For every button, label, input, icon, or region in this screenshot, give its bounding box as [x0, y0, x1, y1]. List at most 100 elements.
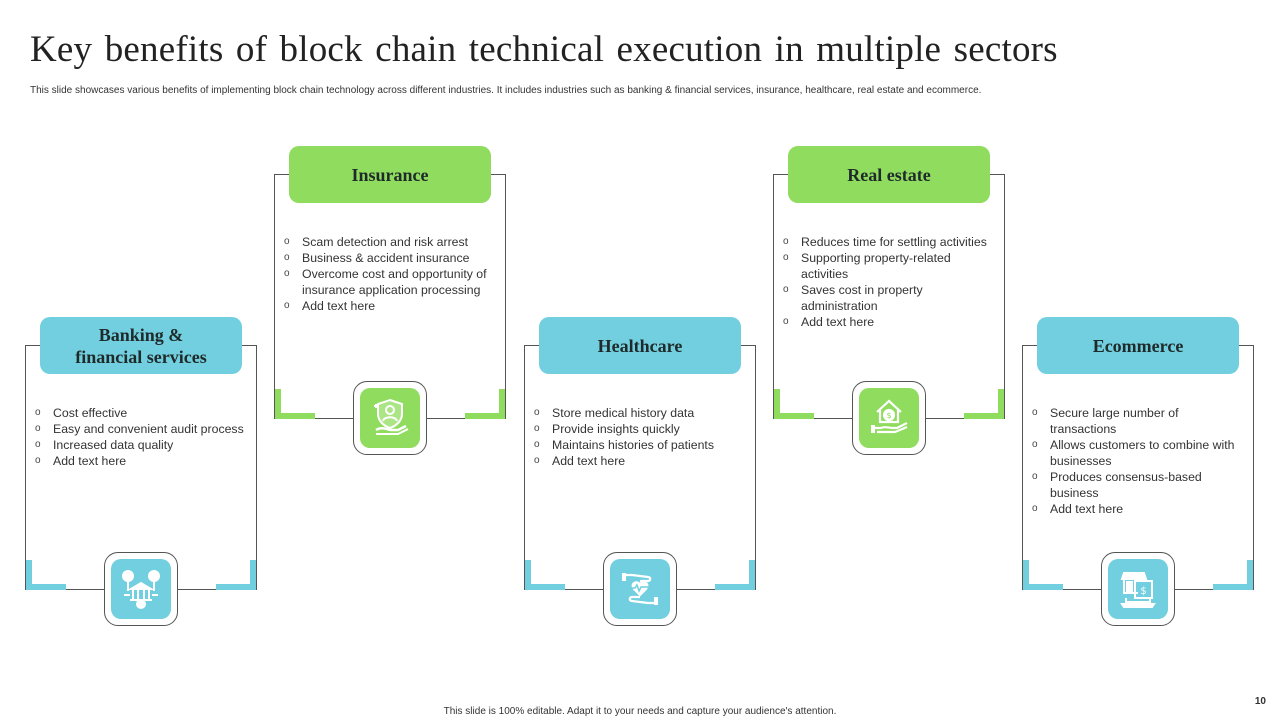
icon-tile: [360, 388, 420, 448]
bullet-icon: o: [534, 455, 540, 466]
corner-accent: [1023, 560, 1029, 590]
corner-accent: [525, 584, 565, 590]
corner-accent: [1023, 584, 1063, 590]
card-header: Insurance: [289, 146, 491, 203]
bullet-icon: o: [534, 407, 540, 418]
card-header: Healthcare: [539, 317, 741, 374]
corner-accent: [465, 413, 505, 419]
corner-accent: [216, 584, 256, 590]
bullet-icon: o: [783, 284, 789, 295]
corner-accent: [525, 560, 531, 590]
bank-network-icon: [122, 570, 160, 609]
card-header: Banking & financial services: [40, 317, 242, 374]
slide-subtitle: This slide showcases various benefits of…: [30, 85, 982, 96]
bullet-icon: o: [284, 236, 290, 247]
icon-holder: $: [1101, 552, 1175, 626]
card-header: Real estate: [788, 146, 990, 203]
card-title: Banking & financial services: [75, 324, 207, 367]
card-frame: [25, 345, 257, 590]
bullet-icon: o: [35, 407, 41, 418]
bullet-icon: o: [783, 236, 789, 247]
bullet-icon: o: [783, 252, 789, 263]
bullet-icon: o: [783, 316, 789, 327]
corner-accent: [250, 560, 256, 590]
corner-accent: [1213, 584, 1253, 590]
page-number: 10: [1254, 696, 1266, 707]
bullet-icon: o: [1032, 503, 1038, 514]
bullet-icon: o: [1032, 471, 1038, 482]
card-frame: [274, 174, 506, 419]
icon-holder: [353, 381, 427, 455]
corner-accent: [26, 584, 66, 590]
slide-title: Key benefits of block chain technical ex…: [30, 29, 1058, 70]
online-store-laptop-icon: $: [1120, 572, 1156, 608]
bullet-icon: o: [534, 439, 540, 450]
icon-tile: [111, 559, 171, 619]
bullet-icon: o: [284, 300, 290, 311]
bullet-icon: o: [1032, 439, 1038, 450]
bullet-icon: o: [1032, 407, 1038, 418]
corner-accent: [1247, 560, 1253, 590]
icon-holder: [603, 552, 677, 626]
corner-accent: [26, 560, 32, 590]
card-frame: [773, 174, 1005, 419]
house-dollar-hand-icon: $: [871, 399, 908, 434]
bullet-icon: o: [534, 423, 540, 434]
bullet-icon: o: [284, 252, 290, 263]
corner-accent: [499, 389, 505, 419]
corner-accent: [275, 413, 315, 419]
bullet-icon: o: [284, 268, 290, 279]
corner-accent: [275, 389, 281, 419]
card-title: Real estate: [847, 164, 931, 185]
card-frame: [1022, 345, 1254, 590]
svg-text:$: $: [1140, 586, 1146, 597]
corner-accent: [774, 389, 780, 419]
icon-holder: [104, 552, 178, 626]
corner-accent: [998, 389, 1004, 419]
bullet-icon: o: [35, 439, 41, 450]
hands-heart-icon: [622, 573, 658, 605]
bullet-icon: o: [35, 423, 41, 434]
corner-accent: [774, 413, 814, 419]
corner-accent: [964, 413, 1004, 419]
icon-tile: [610, 559, 670, 619]
icon-tile: $: [859, 388, 919, 448]
icon-tile: $: [1108, 559, 1168, 619]
card-title: Insurance: [351, 164, 429, 185]
bullet-icon: o: [35, 455, 41, 466]
svg-text:$: $: [886, 411, 891, 420]
card-title: Healthcare: [597, 335, 683, 356]
slide-footer: This slide is 100% editable. Adapt it to…: [443, 706, 837, 717]
card-title: Ecommerce: [1092, 335, 1184, 356]
card-header: Ecommerce: [1037, 317, 1239, 374]
shield-user-hand-icon: [374, 398, 409, 435]
icon-holder: $: [852, 381, 926, 455]
corner-accent: [715, 584, 755, 590]
corner-accent: [749, 560, 755, 590]
